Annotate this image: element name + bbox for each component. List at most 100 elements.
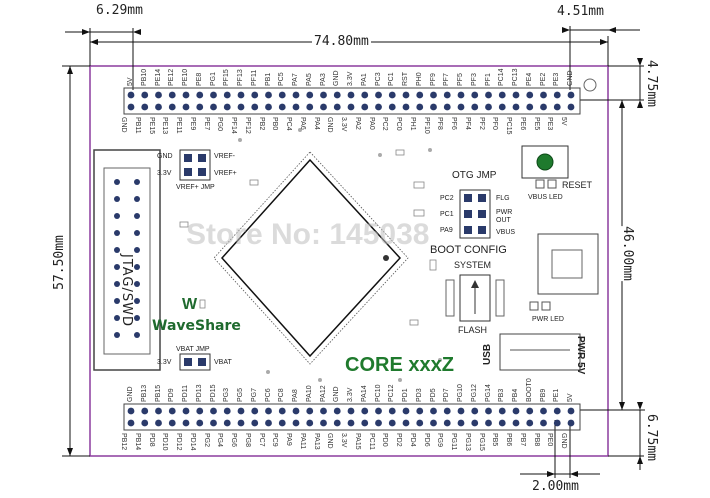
pin-label: PG14 (484, 384, 492, 402)
header-pin (402, 103, 410, 111)
mount-hole (583, 78, 597, 92)
pin-label: PD14 (188, 433, 196, 451)
pin-label: PG12 (470, 384, 478, 402)
vbus-led-label: VBUS LED (528, 194, 563, 201)
reset-label: RESET (562, 180, 593, 190)
pin-label: PD4 (408, 433, 416, 447)
header-pin (416, 91, 424, 99)
boot-config-label: BOOT CONFIG (430, 244, 507, 256)
pin-label: PE9 (188, 117, 196, 131)
header-pin (237, 103, 245, 111)
vbat-33v: 3.3V (157, 359, 172, 366)
pin-label: PF8 (436, 117, 444, 130)
pin-label: PF3 (470, 73, 478, 86)
pwr5v-header (499, 333, 581, 371)
header-pin (306, 419, 314, 427)
pin-label: PD13 (195, 384, 203, 402)
pin-label: PB0 (271, 117, 279, 131)
top-header (123, 87, 581, 115)
pin-label: PB9 (539, 388, 547, 402)
header-pin (127, 407, 135, 415)
pin-label: PA7 (292, 73, 299, 86)
pin-label: PD0 (381, 433, 389, 447)
header-pin (457, 91, 465, 99)
pin-label: PD5 (429, 388, 437, 402)
jtag-pin (134, 247, 140, 253)
header-pin (347, 419, 355, 427)
jtag-pin (134, 332, 140, 338)
header-pin (306, 91, 314, 99)
header-pin (347, 407, 355, 415)
pin-label: PA5 (305, 73, 313, 86)
jtag-pin (114, 247, 120, 253)
pin-label: PF2 (477, 117, 485, 130)
header-pin (347, 103, 355, 111)
header-pin (416, 103, 424, 111)
header-pin (127, 103, 135, 111)
pin-label: PD7 (443, 388, 451, 402)
header-pin (540, 103, 547, 111)
brand-logo-icon: W (182, 296, 198, 313)
header-pin (306, 407, 314, 415)
pin-label: PB3 (498, 388, 506, 402)
vref-jmp: VREF+ JMP (176, 184, 215, 191)
header-pin (333, 419, 341, 427)
jtag-pin (134, 298, 140, 304)
header-pin (512, 419, 520, 427)
header-pin (430, 103, 437, 111)
jtag-pin (114, 264, 120, 270)
store-watermark: Store No: 145038 (186, 218, 430, 251)
pin-label: PA14 (360, 385, 368, 402)
pin-label: PE8 (195, 72, 203, 86)
header-pin (361, 91, 369, 99)
pin-label: PC9 (271, 433, 279, 447)
header-pin (278, 103, 286, 111)
pin-label: PA9 (285, 433, 292, 446)
header-pin (278, 91, 286, 99)
jtag-pin (134, 213, 140, 219)
pin-label: PG10 (457, 384, 464, 402)
header-pin (471, 103, 479, 111)
brand-label: WaveShare (152, 318, 241, 334)
pin-label: PE2 (539, 72, 547, 86)
header-pin (512, 407, 520, 415)
pin-label: PH1 (408, 117, 416, 131)
pin-label: PB15 (154, 384, 162, 402)
pin-label: 5V (567, 393, 574, 402)
pin-label: PA3 (319, 73, 327, 86)
pin-label: 3.3V (347, 387, 354, 402)
header-pin (443, 407, 451, 415)
pin-label: PG9 (436, 433, 444, 448)
header-pin (292, 419, 300, 427)
pin-label: PE15 (147, 117, 155, 135)
header-pin (457, 103, 465, 111)
header-pin (485, 103, 492, 111)
header-pin (553, 407, 561, 415)
pin-label: PF13 (237, 69, 244, 86)
header-pin (526, 103, 534, 111)
pin-label: PH0 (415, 72, 423, 86)
header-pin (498, 419, 506, 427)
header-pin (320, 419, 327, 427)
pin-label: PE5 (532, 117, 540, 131)
pin-label: PC5 (278, 72, 286, 86)
pin-label: PA6 (298, 117, 306, 130)
header-pin (182, 103, 190, 111)
header-pin (141, 407, 149, 415)
pin-label: PE14 (154, 68, 162, 86)
header-pin (416, 407, 424, 415)
pin-label: PB5 (491, 433, 499, 447)
header-pin (155, 91, 162, 99)
pin-label: PE3 (546, 117, 554, 131)
arrowheads (67, 27, 643, 477)
pin-label: PB6 (505, 433, 512, 447)
header-pin (210, 419, 217, 427)
pin-label: PC1 (388, 72, 396, 86)
pin-label: 5V (127, 77, 134, 86)
dim-bottom-offset: 6.75mm (643, 414, 659, 461)
pin-label: PD15 (209, 384, 217, 402)
header-pin (251, 103, 259, 111)
jtag-pin (134, 315, 140, 321)
pin-label: PG15 (477, 433, 485, 451)
